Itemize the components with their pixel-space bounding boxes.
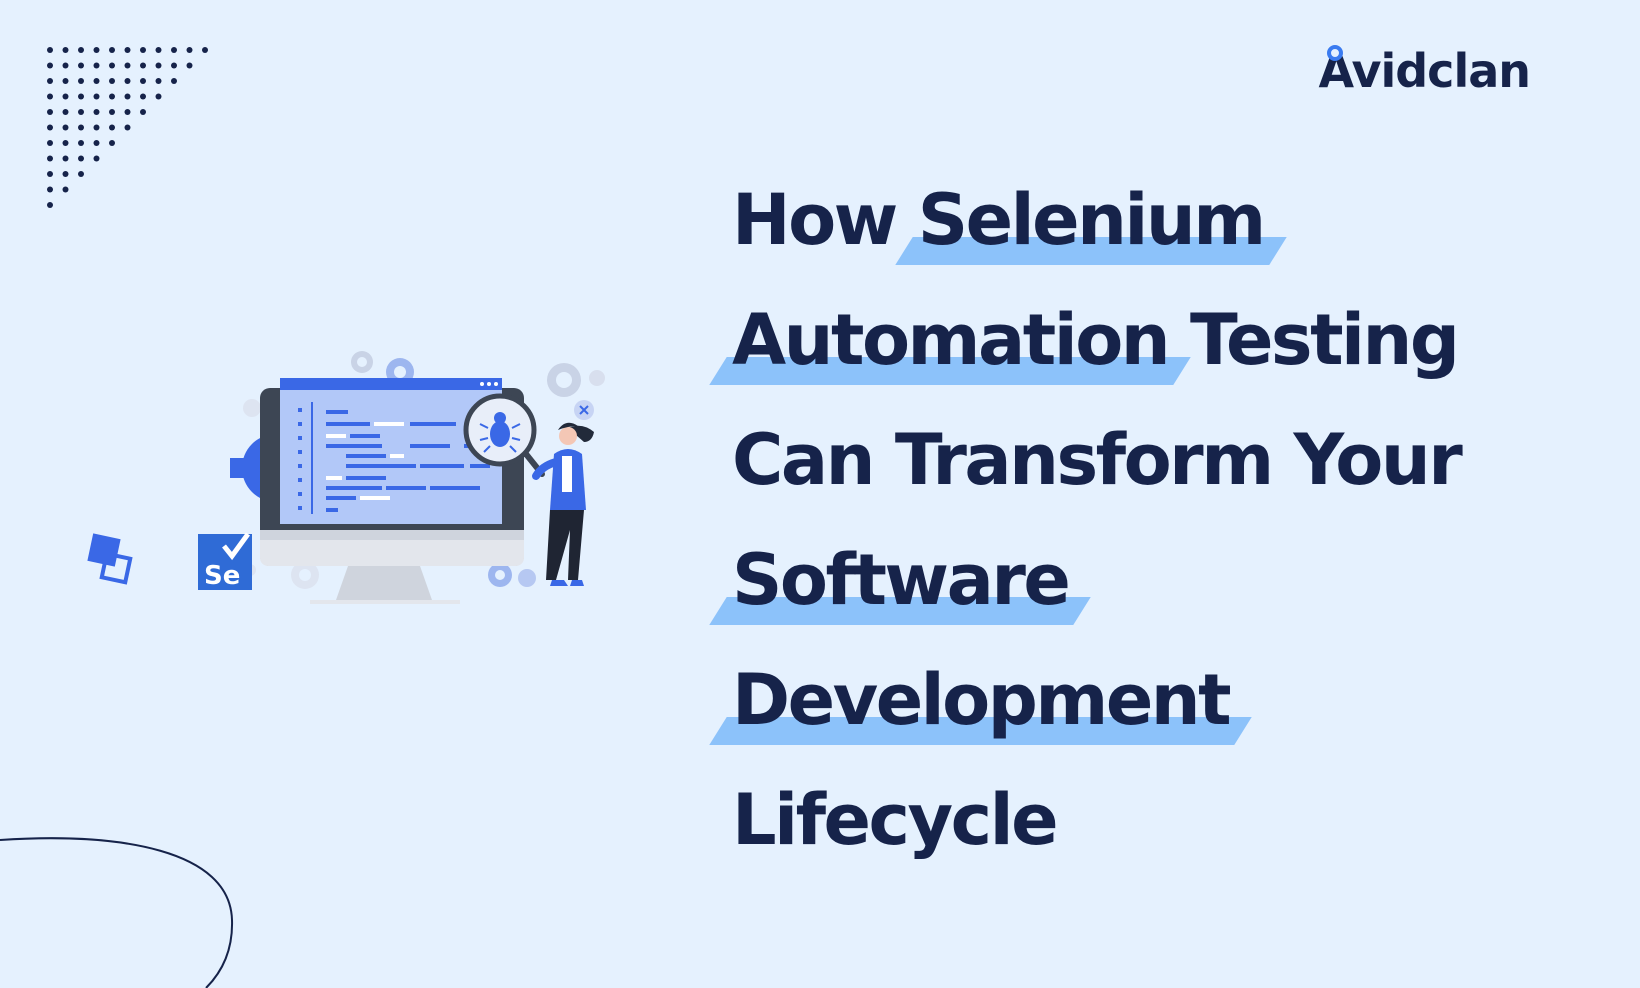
dot (78, 171, 84, 177)
title-highlight: Software (732, 539, 1071, 621)
tester-person (532, 422, 594, 586)
magnifier-bug-icon (463, 393, 545, 477)
dot (186, 47, 193, 53)
dot (109, 124, 115, 131)
dot (124, 78, 131, 84)
dot (186, 62, 193, 69)
dot (47, 47, 53, 53)
page-title: How Selenium Automation Testing Can Tran… (732, 160, 1463, 880)
dot (171, 78, 177, 84)
title-text: Can Transform Your (732, 419, 1463, 501)
dot (171, 47, 177, 53)
brand-name: Avidclan (1318, 44, 1531, 98)
dot (62, 93, 69, 100)
dot (62, 171, 69, 177)
selenium-badge-label: Se (204, 561, 240, 591)
dot (124, 109, 131, 115)
title-text: Testing (1168, 299, 1460, 381)
dot (109, 93, 115, 100)
title-highlight: Automation (732, 299, 1171, 381)
dot (78, 109, 84, 115)
dot (140, 109, 146, 115)
dot (109, 109, 115, 115)
title-text: Lifecycle (732, 779, 1059, 861)
dot (78, 47, 84, 53)
dot (47, 186, 53, 193)
dot (62, 124, 69, 131)
dot (93, 62, 100, 69)
layers-icon-fill (89, 535, 119, 565)
dot (109, 47, 115, 53)
dot (93, 93, 100, 100)
dot (62, 140, 69, 146)
dot (62, 155, 69, 162)
dot-pattern-decoration (47, 47, 208, 208)
dot (93, 124, 100, 131)
dot (47, 171, 53, 177)
dot (47, 124, 53, 131)
dot (155, 78, 162, 84)
dot (202, 47, 208, 53)
dot (155, 93, 162, 100)
dot (62, 47, 69, 53)
dot (78, 62, 84, 69)
dot (140, 62, 146, 69)
dot (155, 47, 162, 53)
title-line-4: Software (732, 520, 1460, 640)
title-line-2: Automation Testing (732, 280, 1460, 400)
dot (62, 78, 69, 84)
title-line-1: How Selenium (732, 160, 1460, 280)
dot (62, 62, 69, 69)
title-text: How (732, 179, 918, 261)
title-highlight: Selenium (917, 179, 1266, 261)
dot (93, 78, 100, 84)
dot (78, 124, 84, 131)
testing-illustration: Se (87, 351, 605, 604)
curve-line-decoration (0, 837, 234, 988)
title-line-6: Lifecycle (732, 760, 1460, 880)
dot (124, 124, 131, 131)
code-window (280, 378, 502, 524)
title-line-3: Can Transform Your (732, 400, 1463, 520)
dot (78, 93, 84, 100)
dot (62, 186, 69, 193)
brand-logo: Avidclan (1319, 45, 1531, 94)
dot (78, 155, 84, 162)
dot (124, 93, 131, 100)
dot (47, 140, 53, 146)
selenium-logo: Se (198, 532, 252, 591)
dot (47, 62, 53, 69)
dot (124, 62, 131, 69)
dot (109, 78, 115, 84)
dot (62, 109, 69, 115)
dot (93, 155, 100, 162)
dot (93, 140, 100, 146)
dot (124, 47, 131, 53)
dot (78, 78, 84, 84)
dot (109, 62, 115, 69)
dot (140, 47, 146, 53)
dot (47, 93, 53, 100)
dot (155, 62, 162, 69)
dot (171, 62, 177, 69)
dot (140, 93, 146, 100)
close-icon (574, 400, 594, 420)
title-highlight: Development (732, 659, 1232, 741)
dot (78, 140, 84, 146)
dot (47, 202, 53, 208)
dot (47, 155, 53, 162)
dot (109, 140, 115, 146)
dot (47, 78, 53, 84)
dot (93, 47, 100, 53)
location-pin-icon (1326, 45, 1343, 61)
dot (140, 78, 146, 84)
dot (47, 109, 53, 115)
dot (93, 109, 100, 115)
title-line-5: Development (732, 640, 1460, 760)
